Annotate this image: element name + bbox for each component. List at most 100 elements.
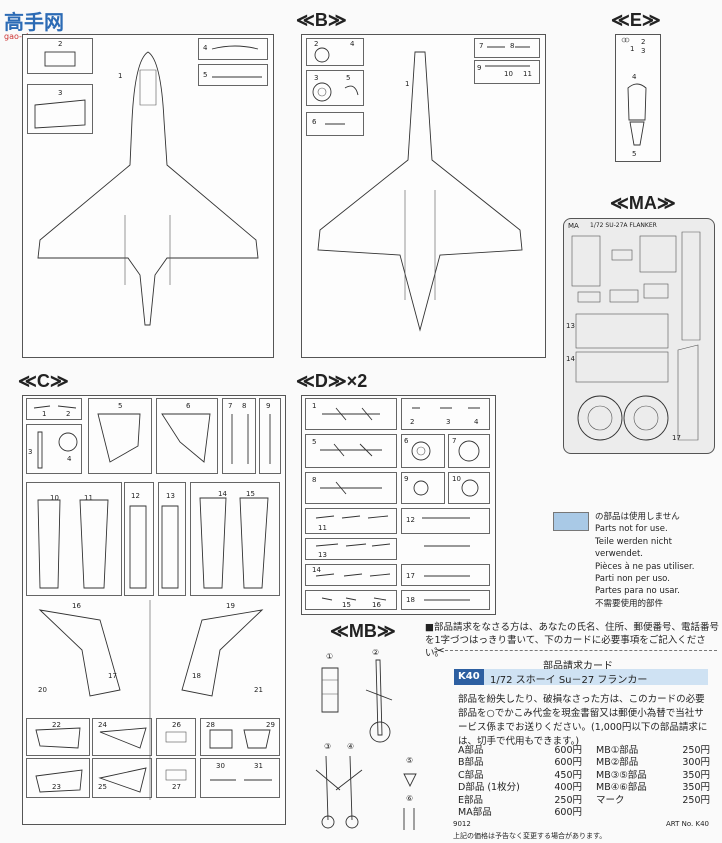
sprue-e-frame	[615, 34, 661, 162]
price-footnote: 上記の価格は予告なく変更する場合があります。	[453, 832, 607, 840]
mb-2-number: ②	[372, 648, 380, 657]
part-c17-number: 17	[108, 672, 117, 680]
part-c27-number: 27	[172, 783, 181, 791]
ma-13-number: 13	[566, 322, 575, 330]
legend-line-it: Parti non per uso.	[595, 574, 670, 585]
part-c28-cell	[200, 718, 280, 756]
part-c7-number: 7	[228, 402, 233, 410]
part-a4-number: 4	[203, 44, 208, 52]
price-row: D部品 (1枚分)400円	[458, 782, 582, 794]
ma-17-number: 17	[672, 434, 681, 442]
part-d11-cell	[305, 508, 397, 534]
part-a2-number: 2	[58, 40, 63, 48]
part-d4-number: 4	[474, 418, 479, 426]
part-a2-cell	[27, 38, 93, 74]
part-d17-cell	[401, 564, 490, 586]
part-d13-number: 13	[318, 551, 327, 559]
part-d5-cell	[305, 434, 397, 468]
legend-line-fr: Pièces à ne pas utiliser.	[595, 561, 695, 572]
kit-name: 1/72 スホーイ Su－27 フランカー	[490, 675, 648, 686]
part-b5-number: 5	[346, 74, 351, 82]
part-b4-number: 4	[350, 40, 355, 48]
part-a5-number: 5	[203, 71, 208, 79]
part-d10-cell	[448, 472, 490, 504]
not-used-legend: の部品は使用しません Parts not for use. Teile werd…	[595, 511, 722, 610]
part-c11-number: 11	[84, 494, 93, 502]
part-b9-cell	[474, 60, 540, 84]
part-d8-number: 8	[312, 476, 317, 484]
ma-code: MA	[568, 222, 579, 230]
group-ma-label: ≪MA≫	[610, 193, 676, 213]
print-code: 9012	[453, 820, 471, 828]
part-b2-number: 2	[314, 40, 319, 48]
part-c15-number: 15	[246, 490, 255, 498]
kit-code-badge: K40	[454, 669, 484, 685]
part-c24-number: 24	[98, 721, 107, 729]
part-c27-cell	[156, 758, 196, 798]
part-d2-cell	[401, 398, 490, 430]
part-c4-number: 4	[67, 455, 72, 463]
mb-4-number: ④	[347, 742, 355, 751]
part-c19-number: 19	[226, 602, 235, 610]
group-d-label: ≪D≫×2	[296, 371, 368, 391]
part-d11-number: 11	[318, 524, 327, 532]
part-c26-number: 26	[172, 721, 181, 729]
legend-line-en: Parts not for use.	[595, 524, 668, 535]
part-c3-number: 3	[28, 448, 33, 456]
part-d16-number: 16	[372, 601, 381, 609]
sprue-b-frame	[301, 34, 546, 358]
part-d6-number: 6	[404, 437, 409, 445]
order-intro: ■部品請求をなさる方は、あなたの氏名、住所、郵便番号、電話番号を1字づつはっきり…	[425, 622, 719, 659]
part-c10-number: 10	[50, 494, 59, 502]
group-mb-label: ≪MB≫	[330, 621, 396, 641]
part-b7-cell	[474, 38, 540, 58]
part-a1-number: 1	[118, 72, 123, 80]
part-b10-number: 10	[504, 70, 513, 78]
part-c14-number: 14	[218, 490, 227, 498]
part-d7-number: 7	[452, 437, 457, 445]
part-b11-number: 11	[523, 70, 532, 78]
part-b6-number: 6	[312, 118, 317, 126]
part-c2-number: 2	[66, 410, 71, 418]
part-c18-number: 18	[192, 672, 201, 680]
part-c28-number: 28	[206, 721, 215, 729]
part-b1-number: 1	[405, 80, 410, 88]
order-card-title: 部品請求カード	[543, 661, 613, 672]
part-c7-cell	[222, 398, 256, 474]
group-b-label: ≪B≫	[296, 10, 347, 30]
part-c13-cell	[158, 482, 186, 596]
mb-3-number: ③	[324, 742, 332, 751]
part-b9-number: 9	[477, 64, 482, 72]
part-a4-cell	[198, 38, 268, 60]
part-c1-number: 1	[42, 410, 47, 418]
part-a3-number: 3	[58, 89, 63, 97]
group-c-label: ≪C≫	[18, 371, 69, 391]
part-d18-number: 18	[406, 596, 415, 604]
part-d12-number: 12	[406, 516, 415, 524]
part-d9-number: 9	[404, 475, 409, 483]
part-c20-number: 20	[38, 686, 47, 694]
scissors-icon: ✂	[434, 644, 445, 659]
part-b7-number: 7	[479, 42, 484, 50]
part-c23-number: 23	[52, 783, 61, 791]
part-c9-number: 9	[266, 402, 271, 410]
watermark-brand: 高手网	[4, 10, 64, 34]
mb-5-number: ⑤	[406, 756, 414, 765]
part-d17-number: 17	[406, 572, 415, 580]
part-c29-number: 29	[266, 721, 275, 729]
part-d13-cell	[305, 538, 397, 560]
part-c12-cell	[124, 482, 154, 596]
legend-line-zh: 不需要使用的部件	[595, 598, 664, 609]
part-c12-number: 12	[131, 492, 140, 500]
